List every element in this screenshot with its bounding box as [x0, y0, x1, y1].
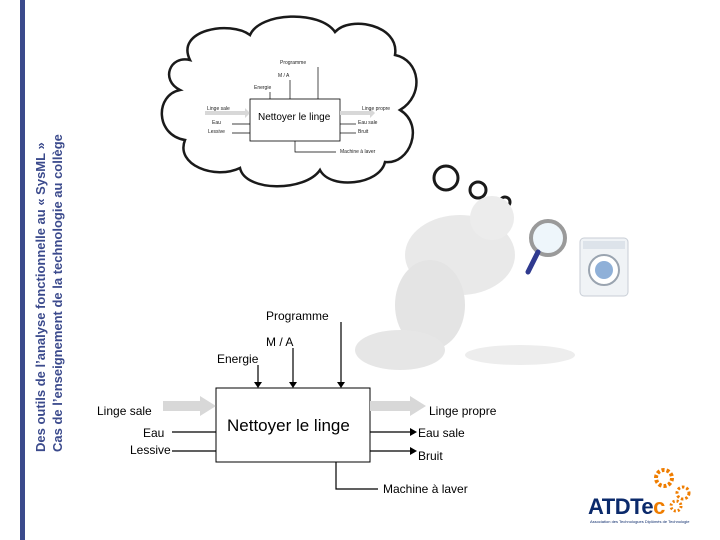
label-eau-sale: Eau sale: [418, 426, 465, 440]
mechanism-line: [335, 462, 378, 490]
label-programme: Programme: [266, 309, 329, 323]
thought-label-eau: Eau: [212, 120, 221, 126]
thought-label-linge-propre: Linge propre: [362, 106, 391, 112]
label-lessive: Lessive: [130, 443, 171, 457]
function-box: [215, 387, 371, 463]
thought-label-eau-sale: Eau sale: [358, 120, 378, 126]
thought-label-ma: M / A: [278, 73, 290, 79]
atdtec-logo-gears: [654, 468, 691, 513]
mini-diagram: [205, 67, 375, 153]
label-linge-propre: Linge propre: [429, 404, 497, 418]
sidebar-accent-bar: [20, 0, 25, 540]
thought-function-title: Nettoyer le linge: [258, 112, 331, 123]
atdtec-logo-accent: c: [653, 494, 665, 519]
label-machine-a-laver: Machine à laver: [383, 482, 468, 496]
main-diagram: [163, 322, 426, 490]
input-arrow-linge-sale: [163, 396, 216, 416]
thought-label-linge-sale: Linge sale: [207, 106, 230, 112]
label-bruit: Bruit: [418, 449, 443, 463]
washing-machine-illustration: [579, 237, 629, 297]
label-eau: Eau: [143, 426, 165, 440]
atdtec-logo: ATDTec: [588, 494, 665, 520]
thought-label-energie: Energie: [254, 85, 272, 91]
thought-label-programme: Programme: [280, 60, 307, 66]
label-energie: Energie: [217, 352, 259, 366]
thought-label-machine: Machine à laver: [340, 149, 376, 155]
function-title: Nettoyer le linge: [227, 416, 350, 435]
atdtec-logo-tagline: Association des Technologues Diplômés de…: [590, 519, 690, 524]
thought-label-lessive: Lessive: [208, 129, 225, 135]
output-arrow-linge-propre: [370, 396, 426, 416]
atdtec-logo-main: ATDTe: [588, 494, 654, 519]
label-ma: M / A: [266, 335, 294, 349]
figure-with-magnifier-illustration: [355, 196, 575, 370]
thought-label-bruit: Bruit: [358, 129, 369, 135]
label-linge-sale: Linge sale: [97, 404, 152, 418]
